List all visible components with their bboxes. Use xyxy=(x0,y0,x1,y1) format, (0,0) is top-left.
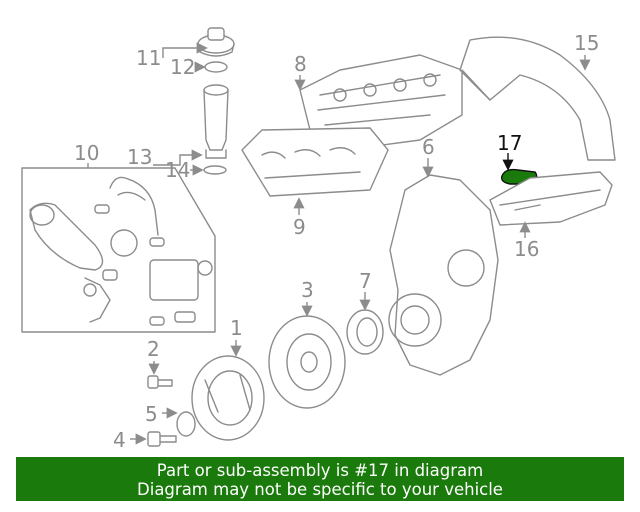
callout-2: 2 xyxy=(147,337,160,361)
callout-5: 5 xyxy=(145,402,158,426)
callout-11: 11 xyxy=(136,46,161,70)
callout-6: 6 xyxy=(422,135,435,159)
callout-4: 4 xyxy=(113,428,126,452)
callout-9: 9 xyxy=(293,215,306,239)
oil-filler-cap xyxy=(197,27,235,57)
intake-elbow xyxy=(459,36,616,161)
callout-10: 10 xyxy=(74,141,99,165)
callout-7: 7 xyxy=(359,269,372,293)
callout-3: 3 xyxy=(301,278,314,302)
banner-line-1: Part or sub-assembly is #17 in diagram xyxy=(156,461,484,480)
callout-13: 13 xyxy=(127,145,152,169)
callout-17: 17 xyxy=(497,131,522,155)
turbo-parts-group xyxy=(21,167,216,333)
callout-15: 15 xyxy=(574,31,599,55)
callout-8: 8 xyxy=(294,52,307,76)
harmonic-balancer xyxy=(268,315,346,409)
front-seal xyxy=(346,309,384,355)
washer xyxy=(176,411,196,437)
callout-14: 14 xyxy=(165,158,190,182)
callout-lines xyxy=(87,42,591,445)
manifold-gasket xyxy=(241,127,389,197)
callout-1: 1 xyxy=(230,316,243,340)
crank-pulley xyxy=(191,355,265,441)
cap-seal-ring xyxy=(204,61,228,73)
tube-seal xyxy=(203,165,227,175)
oil-fill-tube xyxy=(203,84,229,159)
banner-line-2: Diagram may not be specific to your vehi… xyxy=(137,480,503,499)
callout-12: 12 xyxy=(170,55,195,79)
timing-cover xyxy=(388,174,499,376)
callout-16: 16 xyxy=(514,237,539,261)
valve-cover xyxy=(489,171,613,226)
bolt-4 xyxy=(147,431,177,447)
bolt-2 xyxy=(147,375,173,389)
part-info-banner: Part or sub-assembly is #17 in diagram D… xyxy=(16,457,624,501)
